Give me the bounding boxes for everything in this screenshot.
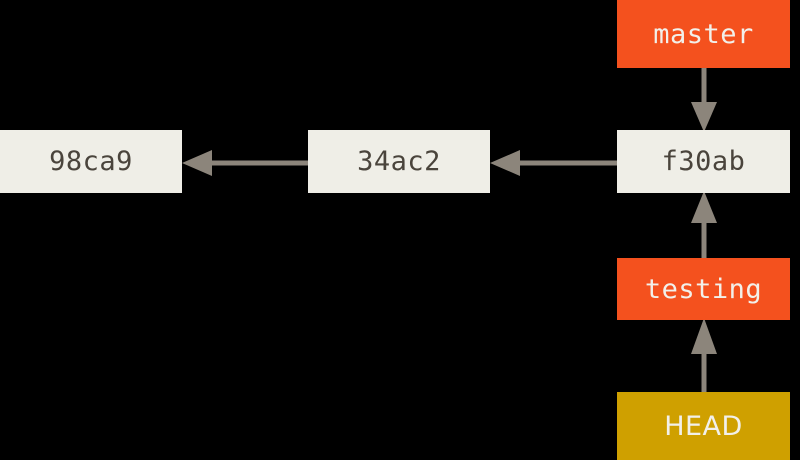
commit-node-98ca9[interactable]: 98ca9	[0, 130, 182, 193]
branch-node-master[interactable]: master	[617, 0, 790, 68]
edge-34ac2-to-98ca9	[182, 150, 310, 176]
edge-f30ab-to-34ac2	[490, 150, 618, 176]
edge-head-to-testing	[691, 318, 717, 394]
commit-label: 98ca9	[49, 146, 133, 177]
branch-node-testing[interactable]: testing	[617, 258, 790, 320]
edge-master-to-f30ab	[691, 66, 717, 132]
commit-node-34ac2[interactable]: 34ac2	[308, 130, 490, 193]
head-pointer-node[interactable]: HEAD	[617, 392, 790, 460]
commit-node-f30ab[interactable]: f30ab	[617, 130, 790, 193]
branch-label: testing	[644, 273, 763, 305]
head-label: HEAD	[664, 410, 743, 442]
branch-label: master	[653, 18, 754, 50]
commit-label: 34ac2	[357, 146, 441, 177]
commit-label: f30ab	[661, 146, 746, 177]
edge-testing-to-f30ab	[691, 191, 717, 260]
